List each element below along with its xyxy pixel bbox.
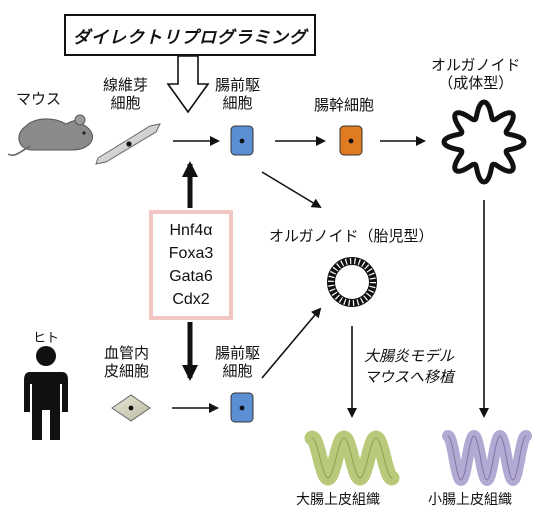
- fibroblast-label-line2: 細胞: [110, 94, 141, 112]
- adult-organoid-label-line1: オルガノイド: [431, 56, 521, 74]
- fetal-organoid-icon: [327, 257, 377, 307]
- fibroblast-label: 線維芽 細胞: [103, 76, 148, 112]
- small-intestine-tissue-icon: [442, 430, 532, 486]
- human-progenitor-cell-icon: [230, 392, 254, 423]
- reprogramming-title-box: ダイレクトリプログラミング: [64, 14, 316, 56]
- human-progenitor-label-line2: 細胞: [222, 362, 253, 380]
- factor-gata6: Gata6: [169, 268, 213, 285]
- factor-hnf4a: Hnf4α: [169, 222, 213, 239]
- mouse-progenitor-label: 腸前駆 細胞: [215, 76, 260, 112]
- fibroblast-label-line1: 線維芽: [103, 76, 149, 94]
- stem-cell-icon: [339, 125, 363, 156]
- mouse-label: マウス: [16, 90, 62, 108]
- transplant-note-line1: 大腸炎モデル: [364, 347, 455, 365]
- small-intestine-tissue-label: 小腸上皮組織: [428, 492, 512, 508]
- transplant-note-line2: マウスへ移植: [364, 368, 455, 386]
- arrow-human-progenitor-to-fetal-organoid: [261, 307, 322, 379]
- arrow-progenitor-to-fetal-organoid: [261, 171, 322, 209]
- reprogramming-hollow-arrow: [166, 55, 210, 114]
- mouse-progenitor-label-line1: 腸前駆: [215, 76, 261, 94]
- fetal-organoid-label: オルガノイド（胎児型）: [269, 227, 434, 245]
- mouse-progenitor-cell-icon: [230, 125, 254, 156]
- fibroblast-cell-icon: [95, 123, 161, 165]
- stem-cell-label: 腸幹細胞: [314, 96, 375, 114]
- endothelial-label: 血管内 皮細胞: [104, 344, 149, 380]
- transcription-factors-box: Hnf4α Foxa3 Gata6 Cdx2: [149, 210, 233, 320]
- factor-cdx2: Cdx2: [172, 291, 210, 308]
- transplant-note: 大腸炎モデル マウスへ移植: [364, 346, 454, 388]
- endothelial-label-line2: 皮細胞: [104, 362, 150, 380]
- adult-organoid-label-line2: （成体型）: [438, 74, 514, 92]
- adult-organoid-icon: [441, 99, 527, 185]
- mouse-progenitor-label-line2: 細胞: [222, 94, 253, 112]
- mouse-icon: [7, 114, 93, 157]
- human-icon: [24, 346, 68, 440]
- endothelial-cell-icon: [111, 394, 151, 422]
- factor-foxa3: Foxa3: [168, 245, 214, 262]
- human-label: ヒト: [33, 331, 60, 346]
- human-progenitor-label-line1: 腸前駆: [215, 344, 261, 362]
- human-progenitor-label: 腸前駆 細胞: [215, 344, 260, 380]
- large-intestine-tissue-label: 大腸上皮組織: [296, 492, 380, 508]
- adult-organoid-label: オルガノイド （成体型）: [431, 56, 521, 92]
- endothelial-label-line1: 血管内: [104, 344, 150, 362]
